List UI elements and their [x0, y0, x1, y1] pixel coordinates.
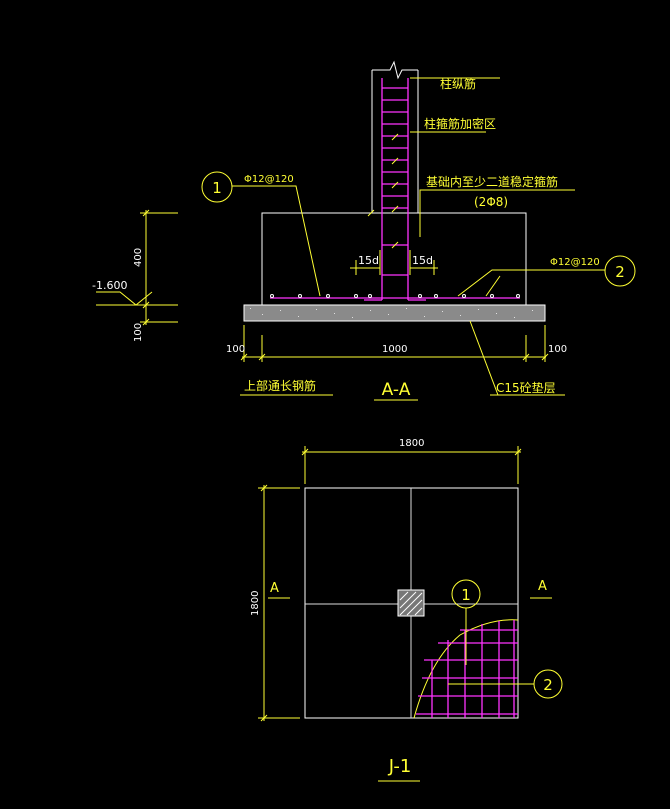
label-anchor-stirrups-spec: (2Φ8) [474, 195, 508, 209]
leaders [232, 77, 605, 401]
lap-dims [350, 250, 438, 275]
callout-1: 1 [212, 179, 222, 197]
c15-bedding [243, 304, 546, 322]
lap-right: 15d [412, 254, 433, 267]
plan-callout-1-circle [451, 579, 481, 609]
plan-title: J-1 [388, 756, 412, 777]
dim-right-offset: 100 [548, 344, 567, 355]
section-mark-right: A [538, 579, 547, 594]
plan-callout-2-circle [533, 669, 563, 699]
callout-1-circle [201, 171, 233, 203]
mesh-cutaway-boundary [413, 619, 519, 719]
footing-outline [261, 212, 527, 306]
dim-height: 400 [133, 248, 144, 267]
plan-dim-width: 1800 [399, 438, 424, 449]
plan-dim-height: 1800 [250, 591, 261, 616]
dim-left-offset: 100 [226, 344, 245, 355]
vertical-dim [96, 209, 178, 326]
lap-left: 15d [358, 254, 379, 267]
plan-callout-2: 2 [543, 676, 553, 694]
rebar-1-spec: Φ12@120 [244, 174, 294, 185]
label-bedding: C15砼垫层 [496, 380, 556, 395]
stirrup-ticks [367, 133, 399, 249]
callout-2-circle [604, 255, 636, 287]
bedding-speckle [250, 308, 533, 318]
callout-2: 2 [615, 263, 625, 281]
section-mark-left: A [270, 581, 279, 596]
column-rebar [364, 78, 426, 301]
section-aa: 柱纵筋 柱箍筋加密区 基础内至少二道稳定箍筋 (2Φ8) Φ12@120 Φ12… [92, 60, 636, 401]
plan-callout-1: 1 [461, 586, 471, 604]
plan-j1: A A 1 2 1800 1800 J-1 [250, 438, 563, 782]
bottom-rebar-dots [270, 294, 520, 298]
label-top-bars: 上部通长钢筋 [244, 378, 316, 393]
column-break-line [372, 60, 418, 80]
plan-dims [258, 446, 522, 722]
plan-column [397, 589, 425, 617]
label-column-bars: 柱纵筋 [440, 76, 476, 91]
label-anchor-stirrups: 基础内至少二道稳定箍筋 [426, 174, 558, 189]
level-mark: -1.600 [92, 279, 127, 292]
horizontal-dim [240, 325, 549, 362]
dim-width: 1000 [382, 344, 407, 355]
dim-bed: 100 [133, 323, 144, 342]
plan-mesh [416, 620, 518, 718]
label-stirrup-zone: 柱箍筋加密区 [424, 116, 496, 131]
rebar-2-spec: Φ12@120 [550, 257, 600, 268]
column-hatch [399, 591, 423, 616]
section-title: A-A [382, 380, 411, 400]
